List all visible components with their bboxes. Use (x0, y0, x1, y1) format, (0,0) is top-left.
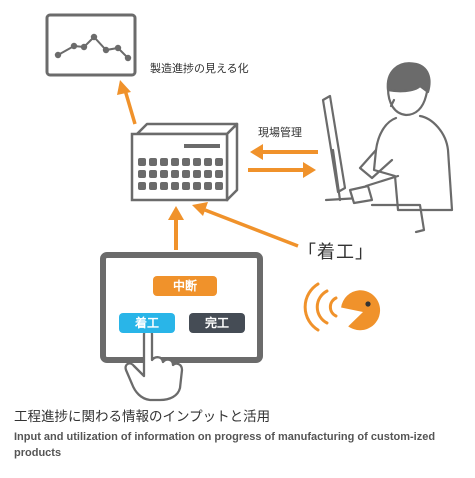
arrow-to-chart (117, 80, 137, 125)
keypad-key (171, 158, 179, 166)
sound-waves-icon (303, 282, 338, 332)
keypad-key (204, 170, 212, 178)
voice-command-label: 「着工」 (298, 242, 374, 263)
keypad-key (171, 170, 179, 178)
keypad-key (138, 158, 146, 166)
arrow-voice-to-terminal (192, 202, 299, 248)
keypad-key (171, 182, 179, 190)
keypad-key (215, 158, 223, 166)
keypad-key (182, 170, 190, 178)
keypad-key (149, 158, 157, 166)
keypad-key (215, 182, 223, 190)
management-label: 現場管理 (258, 126, 302, 139)
tablet-icon (100, 252, 263, 363)
keypad-key (149, 182, 157, 190)
keypad-key (138, 182, 146, 190)
keypad-key (160, 158, 168, 166)
keypad-key (182, 182, 190, 190)
keypad-key (193, 170, 201, 178)
keypad-key (160, 170, 168, 178)
keypad-key (138, 170, 146, 178)
speaking-face-icon (341, 290, 381, 331)
terminal-device-icon (130, 122, 239, 202)
chart-caption: 製造進捗の見える化 (150, 62, 249, 75)
arrow-tablet-to-terminal (168, 206, 184, 250)
worker-at-computer-icon (321, 62, 454, 234)
line-chart-icon (45, 13, 137, 77)
caption-english: Input and utilization of information on … (14, 431, 436, 459)
caption-japanese: 工程進捗に関わる情報のインプットと活用 (14, 409, 271, 425)
keypad-key (182, 158, 190, 166)
pause-button[interactable]: 中断 (153, 276, 217, 296)
keypad-key (149, 170, 157, 178)
exchange-arrows (248, 144, 318, 178)
keypad-key (204, 158, 212, 166)
pointing-hand-icon (124, 328, 184, 402)
keypad-key (160, 182, 168, 190)
keypad-key (215, 170, 223, 178)
keypad-key (204, 182, 212, 190)
complete-button[interactable]: 完工 (189, 313, 245, 333)
keypad-key (193, 158, 201, 166)
start-button[interactable]: 着工 (119, 313, 175, 333)
keypad-key (193, 182, 201, 190)
